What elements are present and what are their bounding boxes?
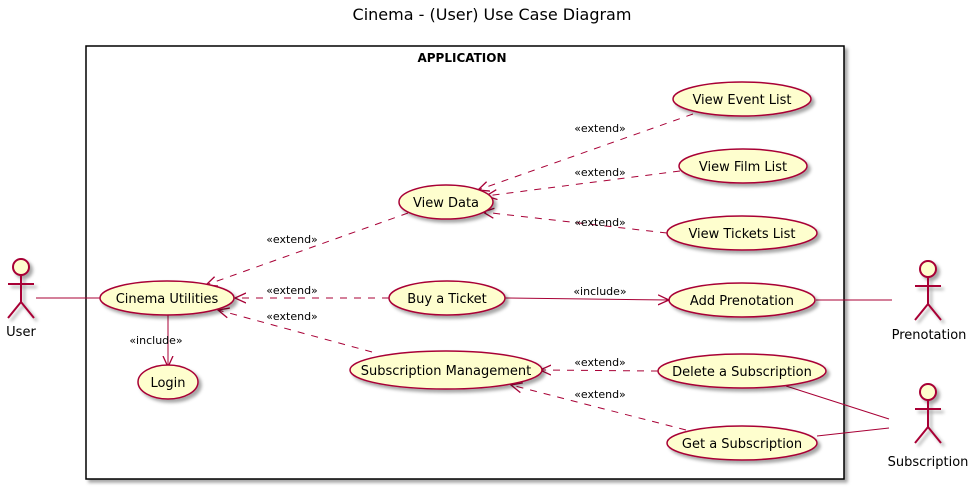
link-delete-subscription — [785, 385, 890, 420]
use-case-label: Get a Subscription — [682, 437, 802, 452]
use-case-label: View Data — [413, 196, 479, 211]
extend-ticketslist-viewdata — [483, 212, 668, 234]
relations — [36, 113, 892, 437]
use-case-view-film-list[interactable]: View Film List — [678, 148, 808, 184]
actor-prenotation[interactable] — [914, 260, 942, 321]
label-extend-get: «extend» — [574, 388, 626, 401]
use-case-view-event-list[interactable]: View Event List — [672, 81, 812, 117]
use-case-buy-a-ticket[interactable]: Buy a Ticket — [388, 280, 506, 316]
label-include-login: «include» — [129, 334, 182, 347]
use-case-label: Add Prenotation — [690, 294, 794, 309]
label-extend-filmlist: «extend» — [574, 166, 626, 179]
use-case-label: Login — [150, 376, 185, 391]
link-get-subscription — [816, 427, 890, 437]
include-buyticket-addprenotation — [504, 298, 669, 300]
diagram-title: Cinema - (User) Use Case Diagram — [353, 5, 632, 24]
label-extend-ticketslist: «extend» — [574, 216, 626, 229]
extend-delete-submgmt — [540, 370, 659, 371]
actor-user-label: User — [6, 325, 36, 340]
use-case-view-data[interactable]: View Data — [398, 184, 494, 220]
use-case-label: Cinema Utilities — [116, 292, 219, 307]
boundary-label: APPLICATION — [417, 51, 506, 65]
label-extend-submgmt: «extend» — [266, 310, 318, 323]
actor-user[interactable] — [7, 258, 35, 319]
extend-get-submgmt — [511, 385, 687, 431]
label-extend-buyticket: «extend» — [266, 284, 318, 297]
use-case-label: View Film List — [699, 160, 787, 175]
actor-subscription-label: Subscription — [888, 455, 969, 470]
use-case-get-a-subscription[interactable]: Get a Subscription — [666, 425, 818, 461]
use-case-subscription-management[interactable]: Subscription Management — [349, 350, 543, 390]
use-case-label: Delete a Subscription — [672, 365, 812, 380]
label-extend-viewdata: «extend» — [266, 233, 318, 246]
label-include-addprenotation: «include» — [573, 285, 626, 298]
use-case-label: View Tickets List — [688, 227, 795, 242]
use-case-cinema-utilities[interactable]: Cinema Utilities — [99, 280, 235, 316]
relation-labels: «extend» «extend» «extend» «extend» «ext… — [129, 122, 626, 401]
application-boundary — [85, 45, 845, 480]
actor-subscription[interactable] — [914, 383, 942, 444]
extend-filmlist-viewdata — [486, 170, 681, 196]
use-case-label: Buy a Ticket — [407, 292, 487, 307]
use-case-login[interactable]: Login — [137, 364, 199, 400]
extend-eventlist-viewdata — [478, 113, 694, 190]
use-case-delete-a-subscription[interactable]: Delete a Subscription — [657, 353, 827, 389]
use-case-label: Subscription Management — [361, 364, 532, 379]
use-case-view-tickets-list[interactable]: View Tickets List — [666, 215, 818, 251]
label-extend-eventlist: «extend» — [574, 122, 626, 135]
use-case-label: View Event List — [692, 93, 791, 108]
label-extend-delete: «extend» — [574, 356, 626, 369]
actor-prenotation-label: Prenotation — [892, 328, 967, 343]
use-case-add-prenotation[interactable]: Add Prenotation — [668, 282, 816, 318]
